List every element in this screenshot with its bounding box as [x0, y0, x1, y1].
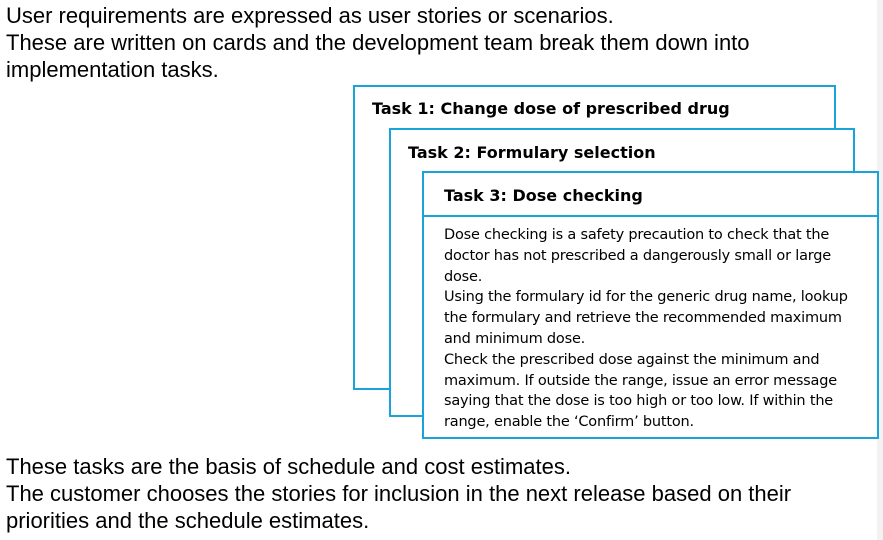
task-card-1-title: Task 1: Change dose of prescribed drug	[372, 99, 730, 118]
task-card-3-body: Dose checking is a safety precaution to …	[444, 227, 848, 431]
intro-paragraph: User requirements are expressed as user …	[6, 3, 750, 82]
task-card-3-title: Task 3: Dose checking	[444, 186, 643, 205]
task-card-3: Task 3: Dose checking Dose checking is a…	[422, 171, 879, 439]
task-card-2-title: Task 2: Formulary selection	[408, 143, 656, 162]
task-card-3-header: Task 3: Dose checking	[424, 173, 877, 217]
outro-paragraph: These tasks are the basis of schedule an…	[6, 454, 792, 533]
right-edge-shade	[877, 0, 883, 540]
